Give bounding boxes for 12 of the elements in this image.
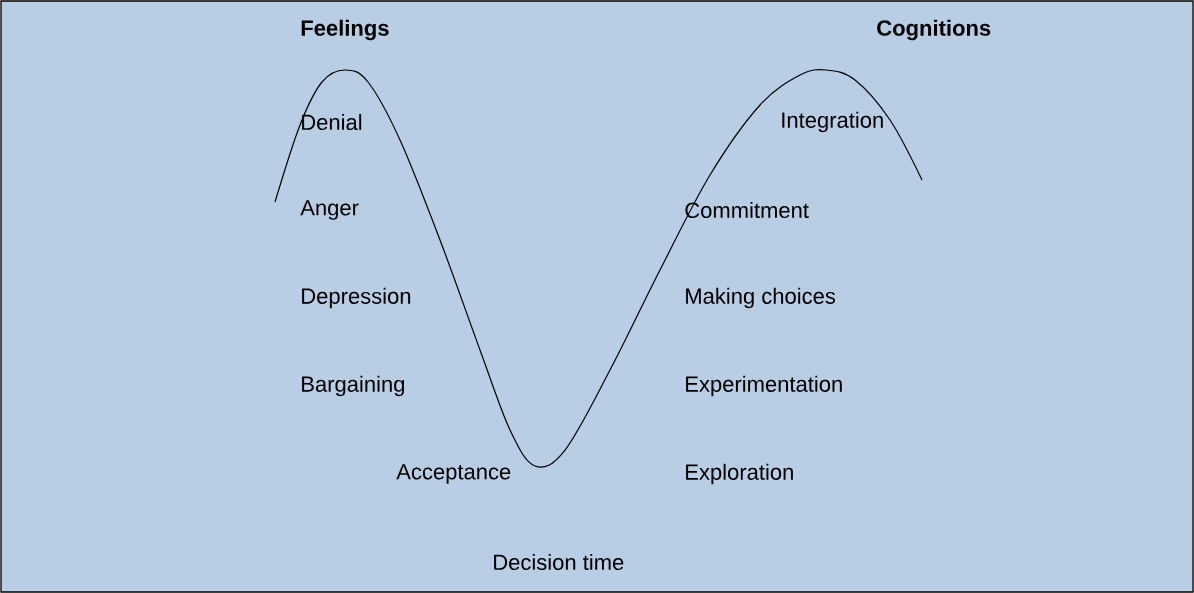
stage-label: Integration bbox=[782, 111, 883, 133]
stage-label: Decision time bbox=[494, 553, 624, 571]
stage-label: Acceptance bbox=[396, 464, 511, 484]
stage-label: Anger bbox=[300, 200, 359, 220]
heading: Cognitions bbox=[877, 19, 991, 41]
heading: Feelings bbox=[301, 19, 389, 41]
stage-label: Making choices bbox=[686, 287, 836, 309]
stage-label: Exploration bbox=[686, 463, 793, 485]
stage-label: Depression bbox=[302, 287, 411, 309]
stage-label: Experimentation bbox=[686, 375, 842, 397]
stage-label: Denial bbox=[302, 113, 362, 131]
stage-label: Bargaining bbox=[302, 375, 404, 397]
